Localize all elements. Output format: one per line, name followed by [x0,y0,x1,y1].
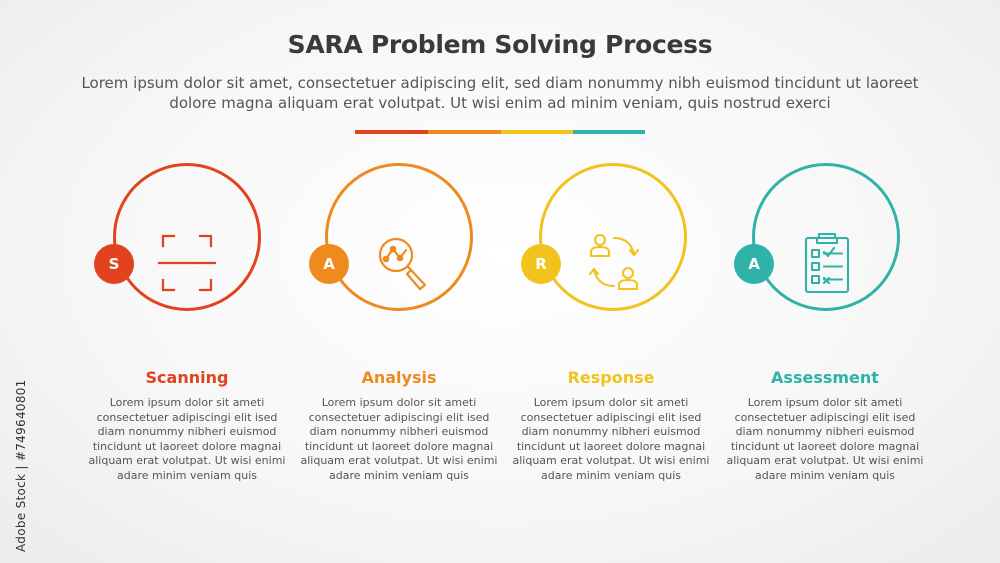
magnifier-graph-icon [378,237,427,291]
step-ring [113,163,261,311]
page-title: SARA Problem Solving Process [287,30,713,59]
step-title: Response [567,368,655,387]
stock-watermark: Adobe Stock | #749640801 [14,379,28,552]
accent-bar-analysis [428,130,501,134]
scan-frame-icon [157,234,217,292]
step-letter-badge: S [94,244,134,284]
step-letter-badge: A [309,244,349,284]
step-ring [325,163,473,311]
clipboard-checklist-icon [804,232,850,294]
step-description: Lorem ipsum dolor sit ameti consectetuer… [726,396,924,482]
step-ring [752,163,900,311]
accent-bar-assessment [573,130,645,134]
step-title: Scanning [145,368,229,387]
accent-bar-response [501,130,573,134]
step-description: Lorem ipsum dolor sit ameti consectetuer… [512,396,710,482]
step-letter-badge: R [521,244,561,284]
step-description: Lorem ipsum dolor sit ameti consectetuer… [300,396,498,482]
step-description: Lorem ipsum dolor sit ameti consectetuer… [88,396,286,482]
step-ring [539,163,687,311]
page-subtitle: Lorem ipsum dolor sit amet, consectetuer… [81,74,919,112]
step-title: Analysis [361,368,437,387]
people-exchange-icon [588,233,640,291]
step-letter-badge: A [734,244,774,284]
accent-bar-scanning [355,130,428,134]
step-title: Assessment [771,368,879,387]
